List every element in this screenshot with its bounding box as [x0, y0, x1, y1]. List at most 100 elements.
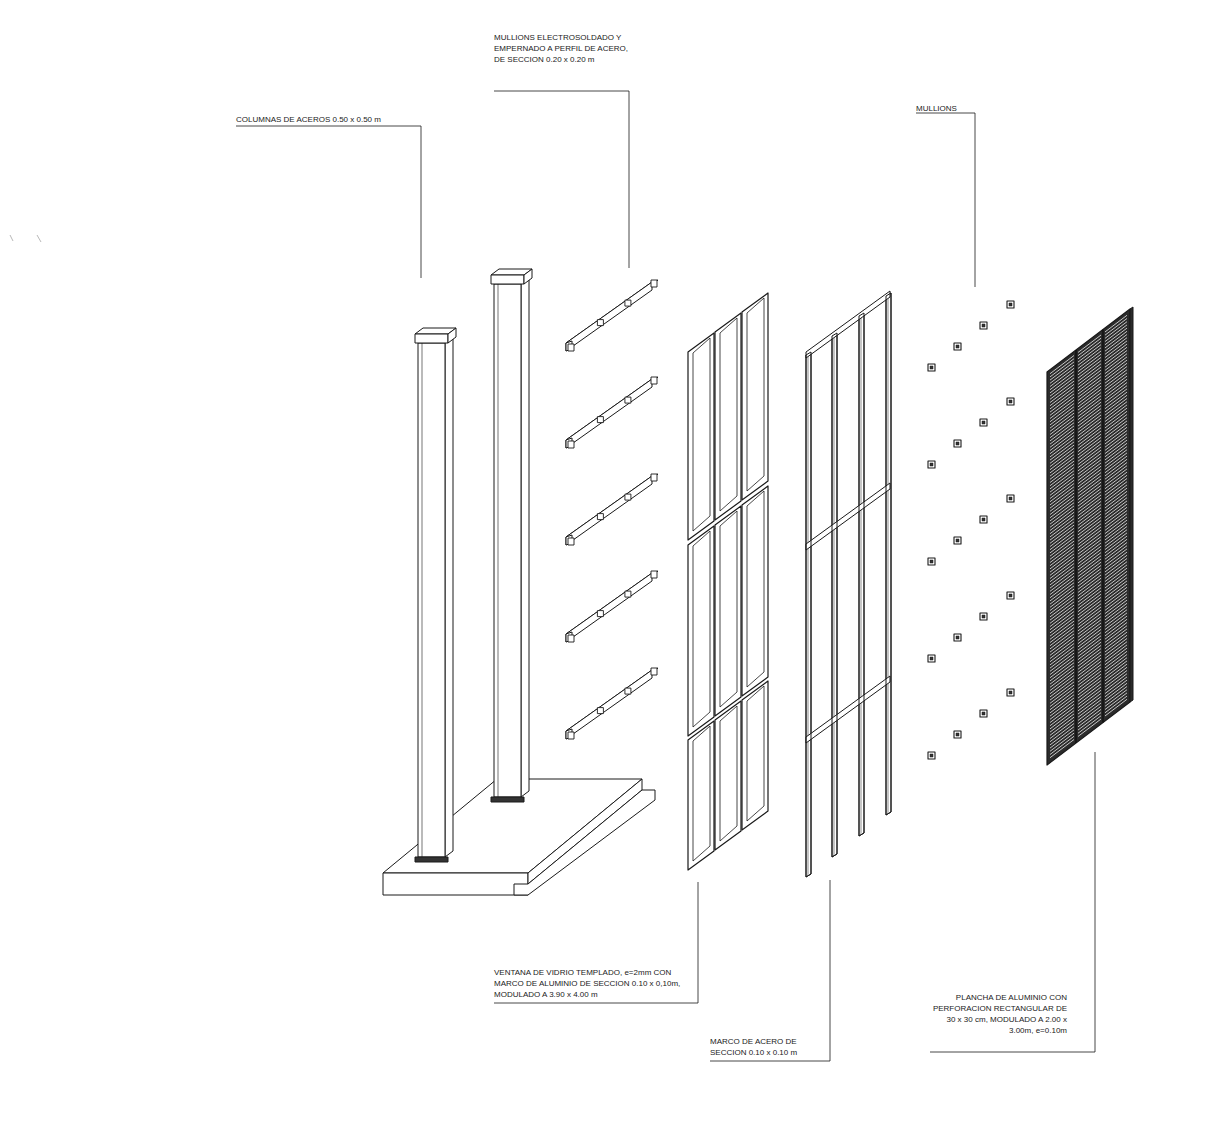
mullion-clip — [928, 655, 935, 662]
bolt — [625, 591, 631, 597]
mullion-clip — [1007, 398, 1014, 405]
mullion-clip-core — [1009, 400, 1012, 403]
mullion-clip — [1007, 301, 1014, 308]
leader-line — [494, 91, 629, 268]
steel-mullion-edge — [861, 315, 862, 835]
steel-mullion — [832, 333, 837, 857]
window-glass — [720, 706, 737, 841]
beam-face — [566, 379, 652, 448]
window-glass — [693, 338, 710, 531]
column-face — [418, 343, 445, 857]
mullion-clip — [980, 710, 987, 717]
window-frame — [742, 293, 768, 500]
slab-step — [514, 790, 655, 895]
window-frame — [742, 681, 768, 830]
bolt — [651, 474, 657, 481]
mullion-clip-core — [956, 539, 959, 542]
mullion-clip — [954, 343, 961, 350]
bolt — [651, 571, 657, 578]
leader-line — [916, 113, 975, 287]
perforation — [1078, 719, 1101, 736]
mullion-clip — [1007, 495, 1014, 502]
steel-transom — [806, 483, 890, 550]
column-cap-side — [524, 269, 532, 284]
slab-front — [383, 873, 528, 895]
bolt — [597, 611, 603, 617]
mullion-clip — [980, 613, 987, 620]
leader-line — [710, 880, 830, 1061]
window-frame — [715, 506, 741, 716]
window-frame — [715, 701, 741, 850]
steel-mullion — [886, 293, 891, 815]
bolt — [597, 514, 603, 520]
bolt — [597, 417, 603, 423]
window-glass — [747, 491, 764, 687]
column-cap — [415, 334, 448, 343]
steel-mullion-edge — [888, 295, 889, 814]
mullion-clip — [954, 731, 961, 738]
mullion-clip-core — [1009, 594, 1012, 597]
mullion-clip — [980, 322, 987, 329]
mullion-clip — [954, 440, 961, 447]
mullion-clip — [954, 634, 961, 641]
stray-mark — [37, 235, 41, 242]
callout-label: VENTANA DE VIDRIO TEMPLADO, e=2mm CON MA… — [494, 967, 699, 1000]
perforated-panel — [1047, 309, 1130, 765]
bolt — [651, 668, 657, 675]
mullion-clip — [928, 461, 935, 468]
panel-joint — [1102, 329, 1103, 722]
steel-mullion-edge — [834, 335, 835, 856]
steel-transom — [806, 676, 890, 743]
steel-mullion — [806, 352, 811, 877]
bolt — [597, 320, 603, 326]
leader-line — [494, 882, 698, 1003]
steel-transom — [806, 291, 890, 358]
bolt — [625, 688, 631, 694]
mullion-clip-core — [930, 754, 933, 757]
steel-mullion-edge — [808, 354, 809, 876]
bolt — [568, 538, 574, 545]
callout-label: COLUMNAS DE ACEROS 0.50 x 0.50 m — [236, 114, 436, 125]
mullion-clip-core — [982, 615, 985, 618]
callout-label: MULLIONS ELECTROSOLDADO Y EMPERNADO A PE… — [494, 32, 634, 65]
mullion-clip — [1007, 592, 1014, 599]
bolt — [568, 441, 574, 448]
leader-line — [236, 126, 421, 278]
beam-face — [566, 282, 652, 351]
steel-mullion — [859, 313, 864, 836]
window-frame — [688, 526, 714, 736]
bolt — [651, 377, 657, 384]
callout-label: PLANCHA DE ALUMINIO CON PERFORACION RECT… — [927, 992, 1067, 1036]
steel-mullion — [832, 333, 837, 857]
window-glass — [720, 511, 737, 707]
perforation — [1078, 716, 1101, 733]
steel-mullion — [806, 352, 811, 877]
column-side — [445, 337, 453, 857]
window-glass — [720, 318, 737, 511]
window-glass — [747, 298, 764, 491]
mullion-clip-core — [1009, 303, 1012, 306]
bolt — [625, 300, 631, 306]
mullion-clip-core — [982, 421, 985, 424]
beam-face — [566, 476, 652, 545]
callout-label: MULLIONS — [916, 103, 996, 114]
mullion-clip-core — [1009, 691, 1012, 694]
mullion-clip-core — [956, 345, 959, 348]
mullion-clip — [980, 516, 987, 523]
mullion-clip — [1007, 689, 1014, 696]
mullion-clip — [928, 752, 935, 759]
column-base-plate — [415, 857, 448, 862]
perforation — [1050, 736, 1074, 754]
bolt — [651, 280, 657, 287]
beam-face — [566, 670, 652, 739]
mullion-clip-core — [930, 657, 933, 660]
mullion-clip-core — [1009, 497, 1012, 500]
bolt — [568, 732, 574, 739]
callout-label: MARCO DE ACERO DE SECCION 0.10 x 0.10 m — [710, 1036, 828, 1058]
window-glass — [693, 531, 710, 727]
mullion-clip-core — [930, 366, 933, 369]
window-frame — [688, 721, 714, 870]
perforation — [1105, 696, 1127, 713]
mullion-clip-core — [930, 463, 933, 466]
